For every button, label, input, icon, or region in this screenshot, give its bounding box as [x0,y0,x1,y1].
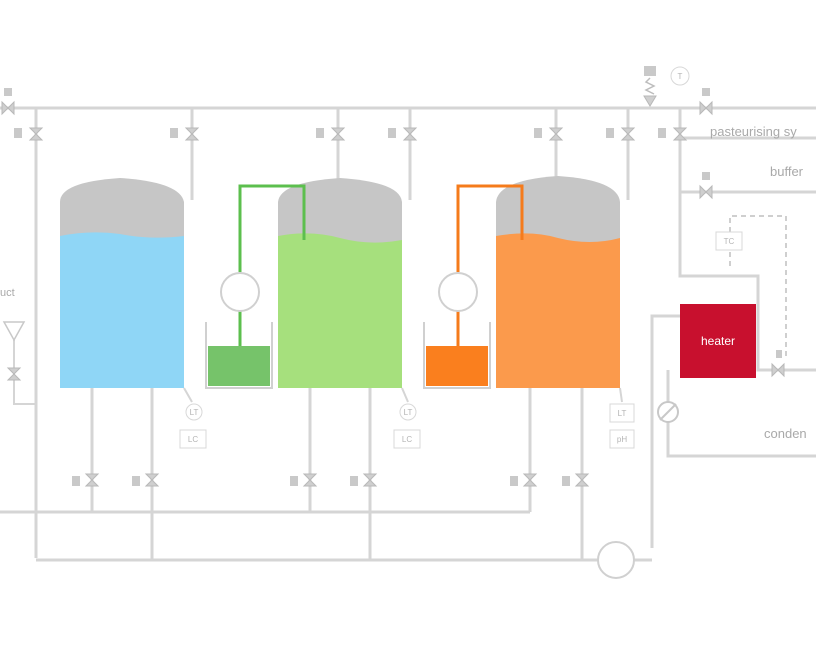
valve-bottom-5[interactable] [510,473,538,487]
valve-left-instrument[interactable] [6,367,22,381]
tank-1-controller [179,429,207,449]
tank-3-liquid [496,233,620,388]
valve-bottom-6[interactable] [562,473,590,487]
condensate-label: conden [764,426,807,441]
valve-bottom-3[interactable] [290,473,318,487]
condensate-line [666,370,816,458]
buffer-label: buffer [770,164,804,179]
heater-box[interactable] [680,304,756,378]
pump-to-heater-pipe [650,314,680,548]
valve-top-4[interactable] [388,127,418,141]
pasteurizing-system-label: pasteurising sy [710,124,797,139]
valve-bottom-4[interactable] [350,473,378,487]
temperature-controller [715,231,743,251]
tank-1-level-transmitter [185,403,203,421]
tank-3-ph-label: pH [617,435,627,444]
valve-bottom-1[interactable] [72,473,100,487]
instruments: LT LC LT LC LT pH TC T [179,66,743,449]
valve-top-3[interactable] [316,127,346,141]
heater-label: heater [701,334,735,348]
tank-3-level-transmitter [609,403,635,423]
condensate-flow-meter-slash [659,403,677,421]
tank-1-lc-label: LC [188,435,198,444]
tank-2-lt-label: LT [404,408,413,417]
tank-2-lc-label: LC [402,435,412,444]
tank-3-lt-label: LT [618,409,627,418]
piping [0,106,816,562]
heater[interactable]: heater [680,304,756,378]
tank-3-analyzer [609,429,635,449]
valve-heater-out[interactable] [771,350,785,378]
tc-label: TC [724,237,735,246]
tank-2-dosing-pump [220,272,260,312]
tank-2-liquid [278,233,402,388]
tank-2-dosing-liquid [208,346,270,386]
valve-top-7[interactable] [658,127,688,141]
valve-header-right[interactable] [699,88,713,116]
valve-top-5[interactable] [534,127,564,141]
tank-1-liquid [60,232,184,388]
temperature-indicator [670,66,690,86]
tank-3-dosing-vessel [423,322,491,389]
tank-2-controller [393,429,421,449]
valve-top-6[interactable] [606,127,636,141]
valve-header-left[interactable] [1,88,15,116]
relief-valve[interactable] [643,66,657,107]
valve-top-1[interactable] [14,127,44,141]
valve-bottom-2[interactable] [132,473,160,487]
tank-2-level-transmitter [399,403,417,421]
left-instrument-line [13,340,36,405]
tank-2-tag-leader [401,387,409,403]
tank-1-lt-label: LT [190,408,199,417]
valve-buffer[interactable] [699,172,713,200]
left-filter-icon [2,321,26,342]
valve-top-2[interactable] [170,127,200,141]
tank-3-dosing-liquid [426,346,488,386]
valves [1,66,785,487]
tank-1-tag-leader [183,387,193,403]
tank-3-tag-leader [619,387,623,403]
tank-3 [423,176,620,389]
tank-1 [60,178,184,388]
tank-3-dosing-pump [438,272,478,312]
main-pump[interactable] [597,541,635,579]
tank-2 [205,178,402,389]
left-partial-label: uct [0,287,15,299]
tank-2-dosing-vessel [205,322,273,389]
temperature-indicator-label: T [678,72,683,81]
